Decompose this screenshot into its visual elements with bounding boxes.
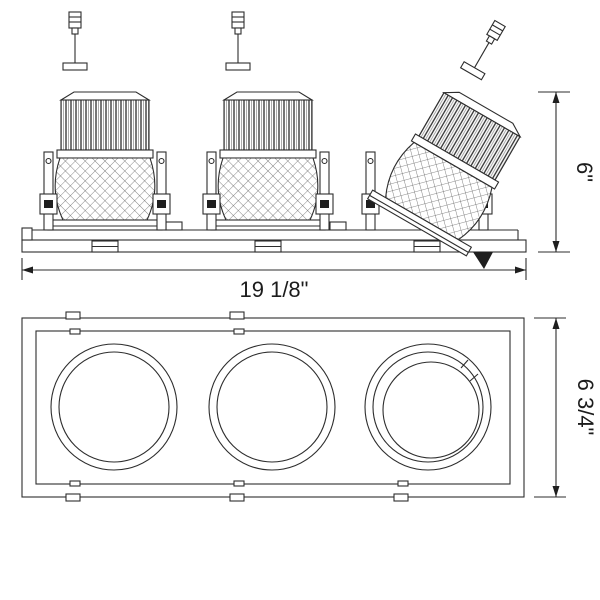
gimbal-notch-1 xyxy=(460,359,469,369)
arrowhead-down xyxy=(552,241,560,252)
width-dimension-label: 19 1/8" xyxy=(240,277,309,302)
front-face-view: 6 3/4" xyxy=(21,311,598,502)
frame-splice-clip-2 xyxy=(329,221,347,231)
aperture-1-outer-ring xyxy=(50,343,178,471)
arrowhead-right xyxy=(515,266,526,274)
mounting-tabs xyxy=(65,311,409,502)
lamp-head-2 xyxy=(210,11,326,231)
lamp-head-3 xyxy=(367,9,576,257)
lamp-module-3-tilted xyxy=(361,9,576,257)
tab-top-1 xyxy=(65,311,81,320)
arrowhead-up xyxy=(552,92,560,103)
height-dimension: 6" xyxy=(538,91,597,253)
width-dimension: 19 1/8" xyxy=(21,258,527,302)
tab-inner-bottom-2 xyxy=(233,480,245,487)
tab-inner-top-1 xyxy=(69,328,81,335)
tilt-corner-pointer xyxy=(473,252,493,269)
frame-endcap xyxy=(21,227,33,241)
lamp-module-2 xyxy=(202,11,334,231)
lamp-head-3-rotated xyxy=(367,9,576,257)
frame-splice-clip-1 xyxy=(165,221,183,231)
face-height-dimension: 6 3/4" xyxy=(534,317,598,498)
gimbal-notch-2 xyxy=(469,373,479,382)
aperture-3-outer-ring xyxy=(364,343,492,471)
rail-clip-2 xyxy=(254,240,282,253)
arrowhead-down xyxy=(552,486,560,497)
rail-clip-3 xyxy=(413,240,441,253)
aperture-1-inner-ring xyxy=(58,351,170,463)
tab-bottom-3 xyxy=(393,493,409,502)
tab-top-2 xyxy=(229,311,245,320)
tab-inner-bottom-3 xyxy=(397,480,409,487)
rail-clip-1 xyxy=(91,240,119,253)
tab-bottom-2 xyxy=(229,493,245,502)
face-height-dimension-label: 6 3/4" xyxy=(573,379,598,436)
tab-inner-bottom-1 xyxy=(69,480,81,487)
tab-bottom-1 xyxy=(65,493,81,502)
drawing-root: 6" 19 1/8" xyxy=(21,9,598,502)
height-dimension-label: 6" xyxy=(572,162,597,182)
aperture-3-adjustable xyxy=(364,343,492,471)
aperture-2 xyxy=(208,343,336,471)
aperture-2-outer-ring xyxy=(208,343,336,471)
arrowhead-left xyxy=(22,266,33,274)
aperture-1 xyxy=(50,343,178,471)
lamp-head-1 xyxy=(47,11,163,231)
lamp-module-1 xyxy=(39,11,171,231)
aperture-3-inner-ring xyxy=(372,351,484,463)
side-elevation-view: 6" 19 1/8" xyxy=(21,9,597,302)
aperture-2-inner-ring xyxy=(216,351,328,463)
aperture-3-gimbal-ring xyxy=(382,361,480,459)
tab-inner-top-2 xyxy=(233,328,245,335)
arrowhead-up xyxy=(552,318,560,329)
